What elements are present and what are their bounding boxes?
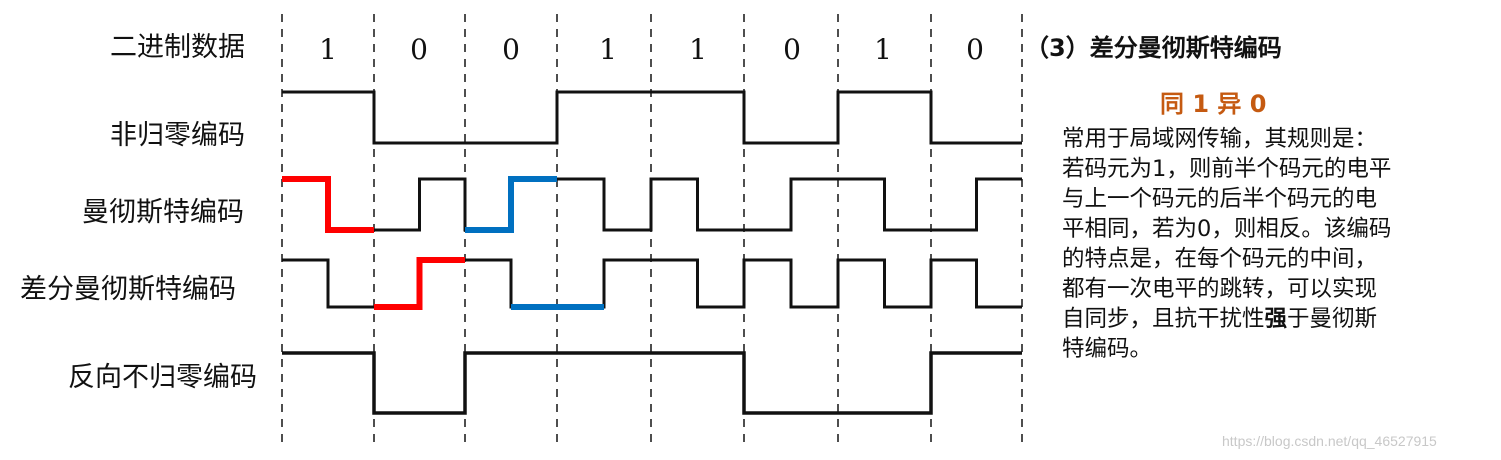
row-label-manchester: 曼彻斯特编码	[82, 197, 244, 228]
bit-value: 0	[966, 33, 984, 66]
row-label-nrzi: 反向不归零编码	[68, 362, 257, 393]
manchester-signal-line	[282, 177, 1022, 232]
description-text: 常用于局域网传输，其规则是： 若码元为1，则前半个码元的电平 与上一个码元的后半…	[1062, 124, 1482, 364]
description-line: 都有一次电平的跳转，可以实现	[1062, 276, 1378, 302]
bit-value: 1	[319, 33, 337, 66]
bit-value: 0	[502, 33, 520, 66]
bit-value: 1	[689, 33, 707, 66]
bit-value: 0	[410, 33, 428, 66]
watermark: https://blog.csdn.net/qq_46527915	[1222, 433, 1437, 449]
manchester-highlight-red	[282, 176, 374, 233]
description-line: 自同步，且抗干扰性强于曼彻斯	[1062, 304, 1482, 334]
bit-value: 0	[783, 33, 801, 66]
row-label-binary: 二进制数据	[110, 32, 245, 63]
manchester-highlight-blue	[465, 176, 557, 233]
diff-manchester-signal-line	[282, 258, 1022, 309]
signal-waveforms	[281, 14, 1023, 446]
description-line: 特编码。	[1062, 336, 1153, 362]
diff-manchester-highlight-red	[374, 257, 465, 310]
description-segment: 自同步，且抗干扰性	[1062, 306, 1265, 332]
description-line: 常用于局域网传输，其规则是：	[1062, 126, 1378, 152]
description-segment: 于曼彻斯	[1287, 306, 1378, 332]
bit-value: 1	[599, 33, 617, 66]
row-label-diff-manchester: 差分曼彻斯特编码	[20, 274, 236, 305]
description-line: 若码元为1，则前半个码元的电平	[1062, 156, 1392, 182]
emphasis-text: 强	[1264, 306, 1288, 332]
description-line: 与上一个码元的后半个码元的电	[1062, 186, 1378, 212]
rule-text: 同 1 异 0	[1160, 90, 1267, 118]
nrz-signal-line	[282, 90, 1022, 145]
section-title: （3）差分曼彻斯特编码	[1025, 34, 1282, 62]
nrzi-signal-line	[282, 351, 1022, 415]
bit-value: 1	[874, 33, 892, 66]
row-label-nrz: 非归零编码	[110, 120, 245, 151]
description-line: 的特点是，在每个码元的中间，	[1062, 246, 1378, 272]
description-line: 平相同，若为0，则相反。该编码	[1062, 216, 1392, 242]
